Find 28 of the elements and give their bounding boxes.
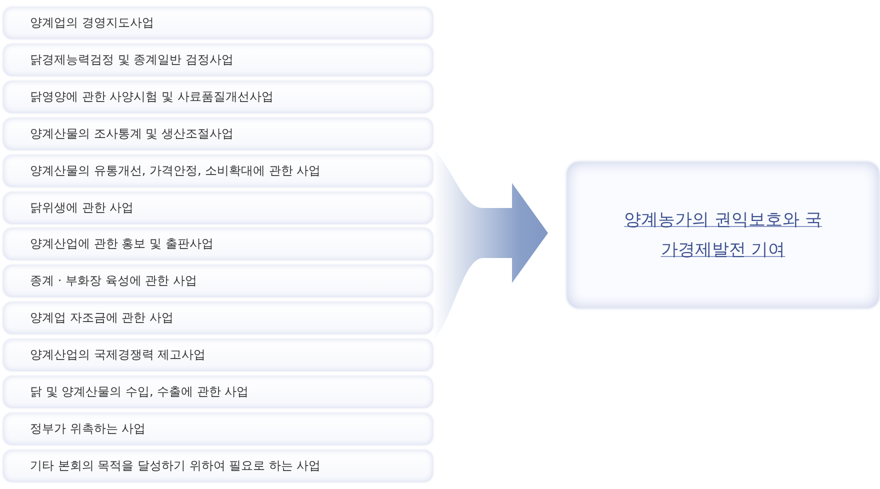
item-box [3,302,433,334]
item-text: 양계업의 경영지도사업 [30,14,154,32]
item-box [3,228,433,260]
item-box [3,376,433,408]
item-box [3,44,433,76]
item-box [3,80,433,113]
item-text: 닭영양에 관한 사양시험 및 사료품질개선사업 [30,88,274,106]
item-text: 양계산업의 국제경쟁력 제고사업 [30,346,206,364]
item-text: 양계산물의 조사통계 및 생산조절사업 [30,125,234,142]
item-box [3,154,433,187]
item-box [3,450,433,482]
item-box [3,192,433,224]
item-text: 닭 및 양계산물의 수입, 수출에 관한 사업 [30,384,249,400]
item-text: 양계산업에 관한 홍보 및 출판사업 [30,236,214,253]
item-text: 종계 · 부화장 육성에 관한 사업 [30,272,197,290]
item-box [3,339,433,372]
item-text: 양계산물의 유통개선, 가격안정, 소비확대에 관한 사업 [30,162,321,180]
item-box [3,265,433,298]
item-text: 기타 본회의 목적을 달성하기 위하여 필요로 하는 사업 [30,457,321,474]
goal-box [567,162,879,308]
item-text: 양계업 자조금에 관한 사업 [30,310,174,327]
item-text: 닭위생에 관한 사업 [30,199,134,216]
goal-text: 양계농가의 권익보호와 국가경제발전 기여 [623,209,823,262]
item-text: 정부가 위촉하는 사업 [30,420,146,438]
item-box [3,118,433,150]
item-text: 닭경제능력검정 및 종계일반 검정사업 [30,51,234,68]
item-box [3,412,433,445]
item-box [3,7,433,39]
